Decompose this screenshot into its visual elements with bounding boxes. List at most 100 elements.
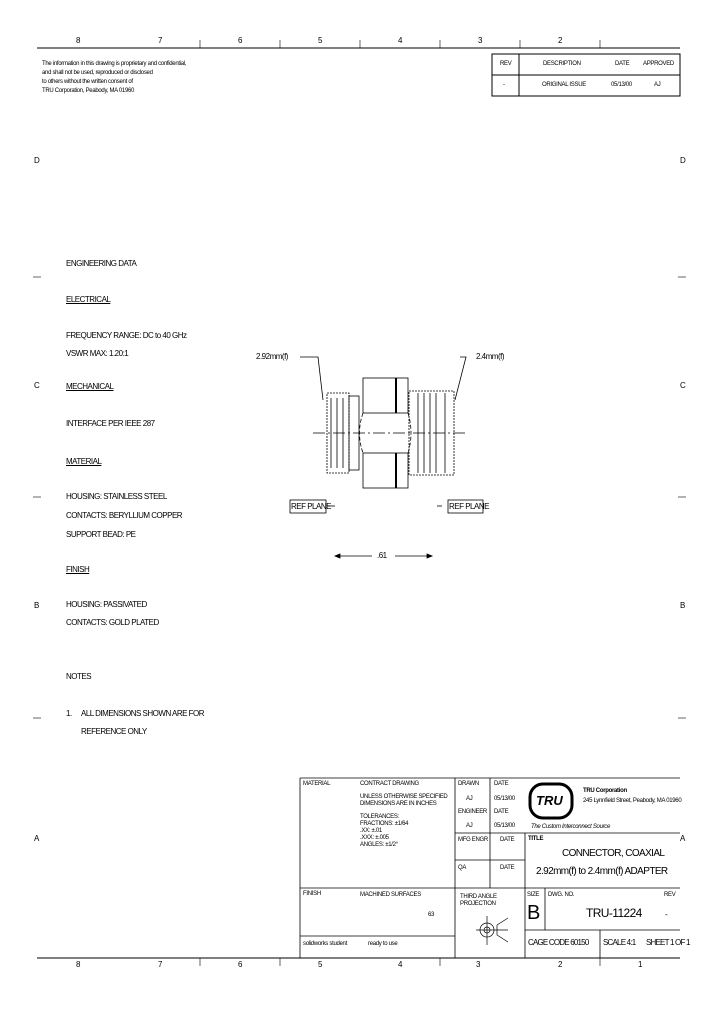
vswr: VSWR MAX: 1.20:1 bbox=[66, 349, 129, 358]
material-label: MATERIAL bbox=[303, 781, 331, 787]
description-header: DESCRIPTION bbox=[543, 61, 581, 67]
qa-date-label: DATE bbox=[500, 865, 515, 871]
finish-heading: FINISH bbox=[66, 565, 90, 574]
right-interface-label: 2.4mm(f) bbox=[476, 352, 505, 361]
cage-code: CAGE CODE 60150 bbox=[528, 938, 589, 947]
projection-label: THIRD ANGLE PROJECTION bbox=[460, 894, 497, 907]
tolerance-line: TOLERANCES: bbox=[360, 814, 399, 820]
zone-4: 4 bbox=[398, 36, 403, 45]
note-line-1: ALL DIMENSIONS SHOWN ARE FOR bbox=[81, 709, 205, 718]
zone-8-bottom: 8 bbox=[76, 960, 81, 969]
zone-4-bottom: 4 bbox=[398, 960, 403, 969]
note-line: TRU Corporation, Peabody, MA 01960 bbox=[42, 88, 135, 94]
zone-5: 5 bbox=[318, 36, 323, 45]
dwg-no-label: DWG. NO. bbox=[548, 892, 575, 898]
mfg-label: MFG ENGR bbox=[458, 837, 488, 843]
support-bead: SUPPORT BEAD: PE bbox=[66, 530, 136, 539]
drawn-by: AJ bbox=[466, 796, 473, 802]
zone-7-bottom: 7 bbox=[158, 960, 163, 969]
date-value: 05/13/00 bbox=[611, 82, 632, 88]
size-label: SIZE bbox=[527, 892, 540, 898]
zone-3: 3 bbox=[478, 36, 483, 45]
engineering-heading: ENGINEERING DATA bbox=[66, 259, 137, 268]
approved-value: AJ bbox=[654, 82, 661, 88]
material-heading: MATERIAL bbox=[66, 457, 102, 466]
zone-1-bottom: 1 bbox=[638, 960, 643, 969]
machined-label: MACHINED SURFACES bbox=[360, 892, 421, 898]
title-line-1: CONNECTOR, COAXIAL bbox=[562, 848, 665, 859]
ref-plane-left: REF PLANE bbox=[291, 502, 331, 511]
note-line: The information in this drawing is propr… bbox=[42, 61, 187, 67]
unless-line-1: UNLESS OTHERWISE SPECIFIED bbox=[360, 794, 448, 800]
adapter-drawing bbox=[289, 356, 484, 559]
note-line-2: REFERENCE ONLY bbox=[81, 727, 147, 736]
contacts-material: CONTACTS: BERYLLIUM COPPER bbox=[66, 511, 183, 520]
company-name: TRU Corporation bbox=[583, 788, 627, 794]
note-line: to others without the written consent of bbox=[42, 79, 133, 85]
zone-c-right: C bbox=[680, 381, 686, 390]
title-line-2: 2.92mm(f) to 2.4mm(f) ADAPTER bbox=[536, 866, 668, 877]
zone-6-bottom: 6 bbox=[238, 960, 243, 969]
zone-5-bottom: 5 bbox=[318, 960, 323, 969]
tru-logo-text: TRU bbox=[536, 793, 563, 808]
zone-3-bottom: 3 bbox=[476, 960, 481, 969]
rev-value: - bbox=[665, 910, 668, 919]
interface: INTERFACE PER IEEE 287 bbox=[66, 419, 155, 428]
third-angle-projection-icon bbox=[476, 916, 509, 945]
zone-8: 8 bbox=[76, 36, 81, 45]
contract-label: CONTRACT DRAWING bbox=[360, 781, 419, 787]
notes-heading: NOTES bbox=[66, 672, 92, 681]
drawn-label: DRAWN bbox=[458, 781, 479, 787]
length-dimension: .61 bbox=[377, 551, 387, 560]
ref-plane-right: REF PLANE bbox=[449, 502, 489, 511]
zone-b: B bbox=[34, 601, 40, 610]
note-number: 1. bbox=[66, 709, 72, 718]
tolerance-line: .XX: ±.01 bbox=[360, 828, 382, 834]
tolerance-line: ANGLES: ±1/2° bbox=[360, 842, 398, 848]
drawn-date-label: DATE bbox=[494, 781, 509, 787]
tolerance-line: .XXX: ±.005 bbox=[360, 835, 389, 841]
frequency-range: FREQUENCY RANGE: DC to 40 GHz bbox=[66, 331, 187, 340]
engineer-by: AJ bbox=[466, 823, 473, 829]
description-value: ORIGINAL ISSUE bbox=[542, 82, 586, 88]
engineer-date-label: DATE bbox=[494, 809, 509, 815]
footer-left: solidworks student bbox=[303, 941, 347, 947]
spec-column: CONTRACT DRAWING UNLESS OTHERWISE SPECIF… bbox=[360, 781, 452, 849]
rev-value: - bbox=[503, 82, 505, 88]
zone-2: 2 bbox=[558, 36, 563, 45]
mechanical-heading: MECHANICAL bbox=[66, 382, 114, 391]
qa-label: QA bbox=[458, 865, 467, 871]
rev-header: REV bbox=[500, 61, 512, 67]
zone-6: 6 bbox=[238, 36, 243, 45]
housing-finish: HOUSING: PASSIVATED bbox=[66, 600, 147, 609]
company-tagline: The Custom Interconnect Source bbox=[531, 824, 611, 830]
footer-mid: ready to use bbox=[368, 941, 398, 947]
zone-b-right: B bbox=[680, 601, 686, 610]
sheet: SHEET 1 OF 1 bbox=[646, 938, 690, 947]
electrical-heading: ELECTRICAL bbox=[66, 295, 111, 304]
zone-d: D bbox=[34, 156, 40, 165]
zone-2-bottom: 2 bbox=[558, 960, 563, 969]
size-value: B bbox=[527, 902, 541, 924]
contacts-finish: CONTACTS: GOLD PLATED bbox=[66, 618, 159, 627]
mfg-date-label: DATE bbox=[500, 837, 515, 843]
dwg-no: TRU-11224 bbox=[586, 906, 642, 920]
tolerance-line: FRACTIONS: ±1/64 bbox=[360, 821, 409, 827]
housing-material: HOUSING: STAINLESS STEEL bbox=[66, 492, 167, 501]
drawn-date: 05/13/00 bbox=[494, 796, 515, 802]
left-interface-label: 2.92mm(f) bbox=[256, 352, 288, 361]
title-label: TITLE bbox=[528, 836, 544, 842]
zone-d-right: D bbox=[680, 156, 686, 165]
unless-line-2: DIMENSIONS ARE IN INCHES bbox=[360, 801, 437, 807]
engineer-date: 05/13/00 bbox=[494, 823, 515, 829]
rev-label: REV bbox=[664, 892, 676, 898]
company-address: 245 Lynnfield Street, Peabody, MA 01960 bbox=[583, 798, 682, 804]
zone-c: C bbox=[34, 381, 40, 390]
note-line: and shall not be used, reproduced or dis… bbox=[42, 70, 153, 76]
engineer-label: ENGINEER bbox=[458, 809, 487, 815]
scale: SCALE 4:1 bbox=[603, 938, 636, 947]
zone-7: 7 bbox=[158, 36, 163, 45]
tru-logo bbox=[528, 782, 574, 820]
approved-header: APPROVED bbox=[643, 61, 674, 67]
